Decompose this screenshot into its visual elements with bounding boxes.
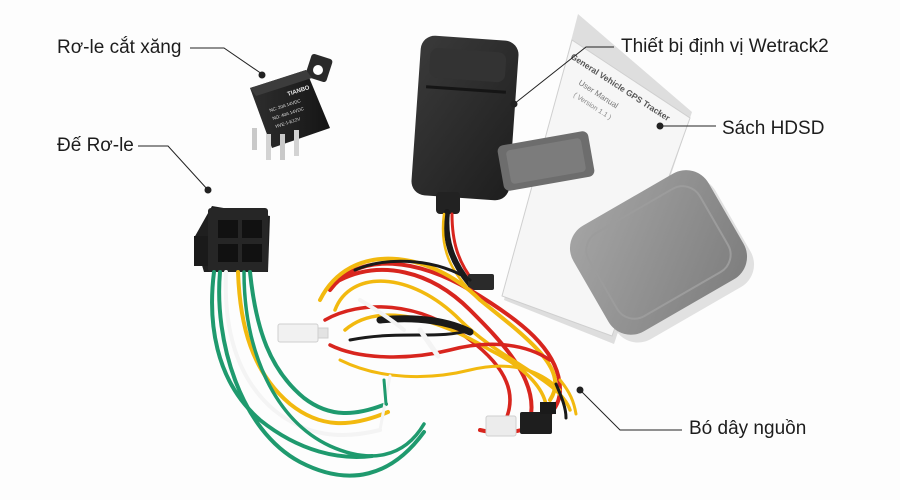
user-manual-label: Sách HDSD xyxy=(722,118,825,139)
socket-callout-line xyxy=(138,145,209,191)
device-callout-line xyxy=(513,46,614,105)
relay-label: Rơ-le cắt xăng xyxy=(57,37,182,58)
relay-socket xyxy=(194,206,270,272)
power-harness xyxy=(277,256,578,437)
gps-tracker-device xyxy=(411,35,595,214)
callout-lines xyxy=(138,46,716,431)
fuel-cut-relay: TIANBO NC: 20A 14VDC NO: 40A 14VDC HVE-1… xyxy=(250,53,333,160)
harness-callout-line xyxy=(579,389,682,431)
relay-socket-label: Đế Rơ-le xyxy=(57,135,134,156)
power-harness-label: Bó dây nguồn xyxy=(689,418,807,439)
device-cover xyxy=(569,170,755,343)
socket-wires xyxy=(210,270,426,478)
relay-callout-line xyxy=(190,47,263,75)
gps-device-label: Thiết bị định vị Wetrack2 xyxy=(621,36,829,57)
